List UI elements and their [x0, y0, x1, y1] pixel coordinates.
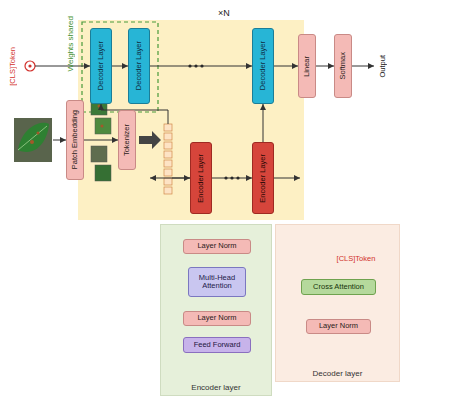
image-patch — [95, 165, 111, 181]
decoder-layer-box: Decoder Layer — [90, 28, 112, 104]
repeat-count-box: ×N — [212, 6, 236, 20]
encoder-detail-panel: Encoder layerLayer NormMulti-Head Attent… — [160, 224, 272, 396]
token-square — [164, 151, 172, 158]
image-wire — [53, 140, 66, 141]
flow-arrow — [150, 66, 252, 67]
box-label: Softmax — [339, 52, 347, 80]
box-label: Layer Norm — [197, 314, 236, 322]
feed-forward-box: Feed Forward — [183, 337, 251, 353]
ellipsis-dot — [188, 64, 191, 67]
box-label: Patch Embedding — [71, 110, 79, 169]
softmax-box: Softmax — [334, 34, 352, 98]
box-label: Multi-Head Attention — [189, 274, 245, 291]
patch-embedding-box: Patch Embedding — [66, 100, 84, 180]
box-label: Decoder Layer — [135, 41, 143, 90]
token-square — [164, 160, 172, 167]
group-label-box: Weights shared — [64, 8, 76, 80]
token-square — [164, 169, 172, 176]
image-patch — [91, 146, 107, 162]
flow-arrow — [112, 66, 128, 67]
ellipsis-dot — [200, 64, 203, 67]
flow-arrow — [217, 254, 218, 267]
token-label: [CLS]Token — [8, 47, 17, 86]
encoder-output-wire — [274, 178, 300, 179]
box-label: Cross Attention — [313, 283, 364, 291]
panel-heading: Decoder layer — [276, 369, 399, 378]
leaf-image — [18, 126, 47, 150]
leaf-image — [14, 118, 52, 162]
linear-box: Linear — [298, 34, 316, 98]
ellipsis-dot — [194, 64, 197, 67]
token-label-box: [CLS]Token — [334, 253, 378, 264]
decoder-layer-box: Decoder Layer — [128, 28, 150, 104]
flow-arrow — [150, 178, 190, 179]
encoder-layer-box: Encoder Layer — [190, 142, 212, 214]
flow-arrow — [217, 326, 218, 337]
token-square — [164, 187, 172, 194]
box-label: Layer Norm — [197, 242, 236, 250]
token-square — [164, 124, 172, 131]
decoder-detail-panel: Decoder layer Cross AttentionLayer Norm — [275, 224, 400, 382]
output-label: Output — [378, 55, 387, 78]
image-patch — [95, 118, 111, 134]
layer-norm-box: Layer Norm — [183, 311, 251, 326]
layer-norm-box: Layer Norm — [183, 239, 251, 254]
panel-heading: Encoder layer — [161, 383, 271, 392]
ellipsis-dot — [224, 176, 227, 179]
flow-arrow — [212, 178, 252, 179]
token-square — [164, 178, 172, 185]
attention-box: Multi-Head Attention — [188, 267, 246, 297]
decoder-layer-box: Decoder Layer — [252, 28, 274, 104]
block-arrow — [139, 131, 161, 149]
box-label: Layer Norm — [319, 322, 358, 330]
leaf-image — [37, 132, 40, 135]
token-wire — [35, 66, 90, 67]
repeat-count: ×N — [218, 8, 230, 18]
flow-arrow — [274, 66, 298, 67]
flow-arrow — [316, 66, 334, 67]
box-label: Tokenizer — [123, 124, 131, 156]
weights-shared-bracket — [82, 22, 158, 112]
cross-attention-box: Cross Attention — [301, 279, 376, 295]
flow-arrow — [263, 104, 264, 142]
token-label: [CLS]Token — [337, 254, 376, 263]
box-label: Decoder Layer — [259, 41, 267, 90]
output-label-box: Output — [376, 40, 388, 92]
leaf-image — [18, 123, 49, 152]
ellipsis-dot — [230, 176, 233, 179]
box-label: Decoder Layer — [97, 41, 105, 90]
image-patch — [98, 105, 101, 108]
box-label: Encoder Layer — [197, 154, 205, 203]
token-square — [164, 142, 172, 149]
token-wire — [172, 178, 190, 179]
token-sequence — [164, 124, 172, 194]
image-patch — [101, 125, 104, 128]
token-symbol — [28, 64, 31, 67]
group-label: Weights shared — [66, 16, 75, 71]
tokenizer-box: Tokenizer — [118, 110, 136, 170]
layer-norm-box: Layer Norm — [306, 319, 371, 334]
flow-arrow — [84, 140, 118, 141]
output-wire — [352, 66, 374, 67]
token-square — [164, 133, 172, 140]
flow-arrow — [338, 295, 339, 319]
box-label: Feed Forward — [194, 341, 241, 349]
box-label: Linear — [303, 56, 311, 77]
encoder-layer-box: Encoder Layer — [252, 142, 274, 214]
box-label: Encoder Layer — [259, 154, 267, 203]
flow-arrow — [217, 297, 218, 311]
ellipsis-dot — [236, 176, 239, 179]
token-symbol — [25, 61, 35, 71]
leaf-image — [30, 140, 34, 144]
token-label-box: [CLS]Token — [6, 38, 18, 94]
stack-background — [78, 20, 304, 220]
